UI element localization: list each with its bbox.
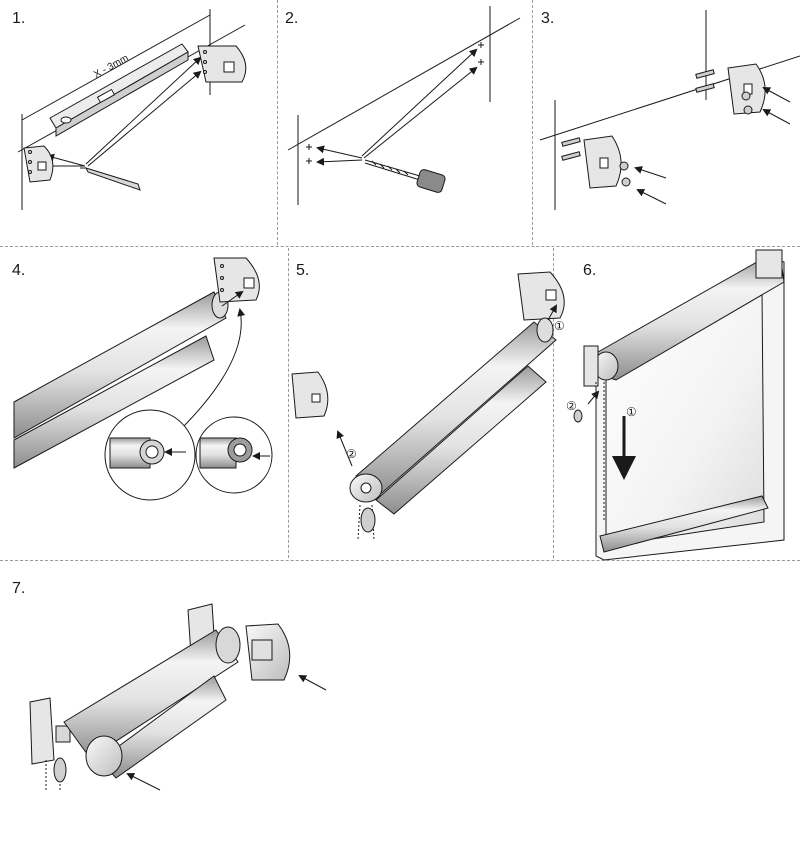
detail-circle-2: [195, 416, 273, 494]
roller-tube: [355, 321, 557, 499]
step-1-illustration: [17, 9, 247, 210]
bracket-left: [583, 135, 622, 189]
step-5-marker-2: ②: [346, 447, 357, 461]
step-6-marker-1: ①: [626, 405, 637, 419]
col-divider-1b: [532, 0, 533, 245]
detail-circle-1: [104, 409, 196, 501]
chain-stopper: [573, 409, 583, 423]
step-7-illustration: [29, 603, 327, 791]
drill-bit: [364, 159, 446, 193]
bracket-right: [197, 45, 247, 83]
bracket-left: [29, 697, 71, 765]
bracket: [213, 257, 260, 303]
col-divider-1a: [277, 0, 278, 245]
bracket-side: [583, 345, 599, 387]
bracket-left: [23, 145, 54, 183]
fabric-roll: [13, 335, 215, 469]
step-number-7: 7.: [12, 580, 26, 597]
step-number-6: 6.: [583, 262, 597, 279]
bead-chain: [595, 382, 605, 520]
step-5-illustration: [291, 271, 565, 541]
fabric-roll: [375, 365, 547, 515]
roller-tube: [13, 291, 227, 439]
step-5-marker-1: ①: [554, 319, 565, 333]
dimension-line: [21, 14, 211, 121]
step-number-2: 2.: [285, 10, 299, 27]
step-6-marker-2: ②: [566, 399, 577, 413]
step-6-illustration: [573, 249, 785, 561]
roller-tube: [63, 629, 239, 759]
col-divider-2b: [553, 248, 554, 558]
step-3-illustration: [539, 10, 800, 210]
bottom-rail: [599, 495, 769, 553]
cover-cap-left: [85, 735, 123, 777]
bracket-top: [517, 271, 565, 321]
step-4-illustration: [13, 257, 273, 501]
screws-left: [561, 137, 631, 187]
screws-right: [695, 69, 753, 115]
ceiling-line: [287, 17, 521, 151]
row-divider-2: [0, 560, 800, 561]
step-number-4: 4.: [12, 262, 26, 279]
step-number-5: 5.: [296, 262, 310, 279]
row-divider-1: [0, 246, 800, 247]
col-divider-2a: [288, 248, 289, 558]
step-2-illustration: [287, 6, 521, 205]
cover-cap-right: [245, 623, 291, 681]
step-number-1: 1.: [12, 10, 26, 27]
step-number-3: 3.: [541, 10, 555, 27]
bracket-loose: [291, 371, 329, 419]
bracket-top: [755, 249, 783, 279]
spirit-level: [49, 43, 189, 137]
pencil: [80, 167, 141, 191]
